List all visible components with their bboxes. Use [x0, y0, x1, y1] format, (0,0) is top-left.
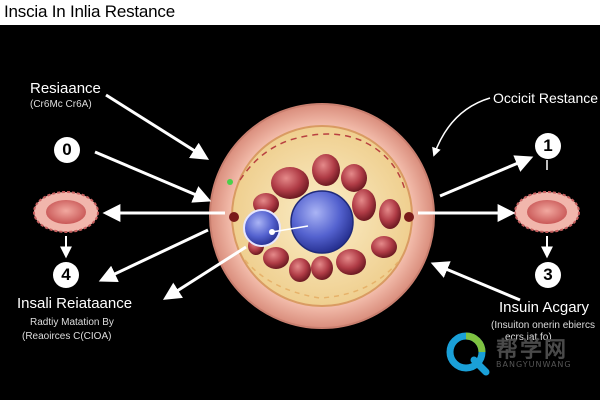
- badge-top-left: 0: [54, 137, 80, 163]
- arrow: [98, 228, 209, 282]
- side-cell-right: [514, 191, 580, 233]
- nucleus: [290, 190, 354, 254]
- badge-bottom-right: 3: [535, 262, 561, 288]
- arrows: [60, 93, 553, 302]
- pointer-line: [271, 225, 309, 233]
- organelle: [341, 164, 367, 192]
- receptor-right: [404, 212, 414, 222]
- label-bottom-left-line1: Radtiy Matation By: [30, 317, 114, 328]
- receptor-green: [227, 179, 233, 185]
- watermark-logo-icon: [446, 332, 490, 376]
- organelle: [311, 256, 333, 280]
- label-bottom-left-line2: (Reaoirces C(CIOA): [22, 331, 112, 342]
- organelle: [379, 199, 401, 229]
- title-bar: Inscia In Inlia Restance: [0, 0, 600, 27]
- organelle: [271, 167, 309, 199]
- label-bottom-right-line1: (Insuiton onerin ebiercs: [491, 320, 595, 331]
- receptor-left: [229, 212, 239, 222]
- vesicle: [243, 209, 281, 247]
- label-bottom-left-title: Insali Reiataance: [17, 295, 133, 312]
- label-bottom-right-title: Insuin Acgary: [499, 299, 590, 316]
- label-top-right-title: Occicit Restance: [493, 90, 599, 106]
- side-cell-left: [33, 191, 99, 233]
- arrow: [432, 97, 491, 157]
- badge-top-right: 1: [535, 133, 561, 159]
- arrow: [430, 261, 521, 302]
- label-top-left-subtitle: (Cr6Mc Cr6A): [30, 99, 92, 110]
- badge-bottom-left: 4: [53, 262, 79, 288]
- arrow: [105, 93, 210, 160]
- arrow: [162, 245, 247, 300]
- watermark: 帮学网 BANGYUNWANG: [444, 330, 594, 380]
- page-title: Inscia In Inlia Restance: [4, 2, 175, 21]
- label-top-left-title: Resiaance: [30, 80, 101, 97]
- organelle: [263, 247, 289, 269]
- organelles: [248, 154, 401, 282]
- label-bottom-right-line2: ecrs iat.fo): [505, 332, 552, 343]
- watermark-en: BANGYUNWANG: [496, 360, 572, 369]
- organelle: [352, 189, 376, 221]
- arrow: [94, 150, 212, 203]
- arrow: [439, 155, 534, 198]
- organelle: [371, 236, 397, 258]
- organelle: [336, 249, 366, 275]
- organelle: [312, 154, 340, 186]
- watermark-cn: 帮学网: [496, 338, 569, 363]
- organelle: [289, 258, 311, 282]
